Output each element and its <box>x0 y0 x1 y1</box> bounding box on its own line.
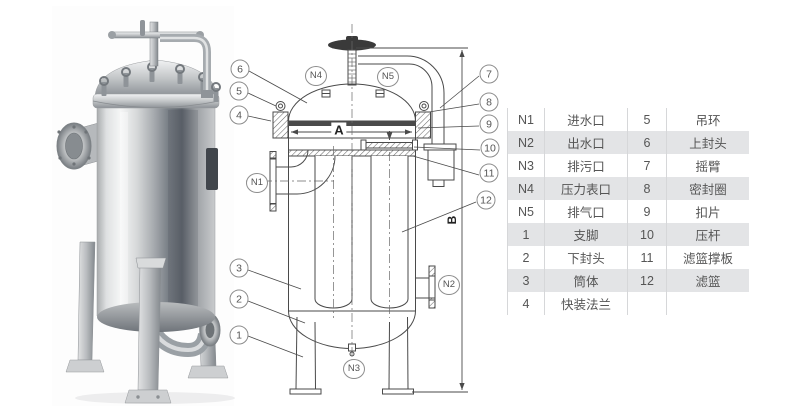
table-cell: N4 <box>507 177 545 200</box>
table-row: 3 筒体 12 滤篮 <box>507 269 749 292</box>
table-row: 2 下封头 11 滤篮撑板 <box>507 246 749 269</box>
table-cell: 快装法兰 <box>544 292 628 315</box>
table-cell: 11 <box>627 246 667 269</box>
table-cell: 7 <box>627 154 667 177</box>
table-cell: N3 <box>507 154 545 177</box>
dim-label-height: B <box>445 215 459 225</box>
callout-part-4: 4 <box>229 105 249 125</box>
nozzle-label-n5: N5 <box>377 67 399 87</box>
table-row: 4 快装法兰 <box>507 292 749 315</box>
nozzle-label-n3: N3 <box>343 359 365 379</box>
photo-front-legs <box>124 257 172 404</box>
table-row: 1 支脚 10 压杆 <box>507 223 749 246</box>
diagram-legs <box>289 316 414 395</box>
diagram-centerlines <box>246 24 390 362</box>
callout-part-12: 12 <box>476 190 496 210</box>
nozzle-label-n4: N4 <box>305 66 327 86</box>
table-row: N1 进水口 5 吊环 <box>507 108 749 131</box>
table-cell: 吊环 <box>666 108 749 131</box>
dim-label-width: A <box>331 122 347 138</box>
table-cell: 出水口 <box>544 131 628 154</box>
photo-inlet-flange <box>56 121 103 170</box>
table-cell <box>627 292 667 315</box>
table-cell: 排气口 <box>544 200 628 223</box>
callout-part-10: 10 <box>480 138 500 158</box>
photo-lid <box>92 20 221 109</box>
callout-part-9: 9 <box>479 114 499 134</box>
diagram-swing-arm <box>358 55 457 187</box>
product-photo <box>52 6 235 406</box>
table-cell: 排污口 <box>544 154 628 177</box>
table-row: N2 出水口 6 上封头 <box>507 131 749 154</box>
table-cell: 扣片 <box>666 200 749 223</box>
table-cell: 进水口 <box>544 108 628 131</box>
table-cell: N2 <box>507 131 545 154</box>
parts-table: N1 进水口 5 吊环 N2 出水口 6 上封头 N3 排污口 7 摇臂 N4 … <box>507 108 749 315</box>
diagram-filter-baskets <box>314 156 409 309</box>
table-cell: 6 <box>627 131 667 154</box>
table-cell: 5 <box>627 108 667 131</box>
photo-swing-clamps <box>99 62 221 102</box>
callout-part-5: 5 <box>229 81 249 101</box>
table-cell: 压杆 <box>666 223 749 246</box>
table-cell: 10 <box>627 223 667 246</box>
table-cell: 下封头 <box>544 246 628 269</box>
nozzle-label-n1: N1 <box>246 173 268 193</box>
table-cell: N1 <box>507 108 545 131</box>
table-cell: 9 <box>627 200 667 223</box>
table-cell: 3 <box>507 269 545 292</box>
callout-part-2: 2 <box>229 289 249 309</box>
callout-part-1: 1 <box>229 325 249 345</box>
table-cell: N5 <box>507 200 545 223</box>
diagram-outlet-n2 <box>415 265 436 309</box>
table-cell: 密封圈 <box>666 177 749 200</box>
diagram-leader-lines <box>247 70 481 358</box>
table-cell <box>666 292 749 315</box>
table-cell: 上封头 <box>666 131 749 154</box>
table-cell: 12 <box>627 269 667 292</box>
callout-part-8: 8 <box>479 92 499 112</box>
table-cell: 支脚 <box>544 223 628 246</box>
photo-swing-arm <box>160 34 213 98</box>
table-cell: 滤篮 <box>666 269 749 292</box>
table-cell: 筒体 <box>544 269 628 292</box>
table-cell: 滤篮撑板 <box>666 246 749 269</box>
callout-part-7: 7 <box>479 64 499 84</box>
nozzle-label-n2: N2 <box>438 275 460 295</box>
table-cell: 1 <box>507 223 545 246</box>
table-row: N4 压力表口 8 密封圈 <box>507 177 749 200</box>
table-row: N5 排气口 9 扣片 <box>507 200 749 223</box>
table-cell: 压力表口 <box>544 177 628 200</box>
table-cell: 4 <box>507 292 545 315</box>
callout-part-6: 6 <box>230 59 250 79</box>
callout-part-3: 3 <box>229 258 249 278</box>
table-cell: 2 <box>507 246 545 269</box>
diagram-clamps <box>272 101 431 139</box>
table-cell: 摇臂 <box>666 154 749 177</box>
section-diagram <box>246 24 481 395</box>
table-row: N3 排污口 7 摇臂 <box>507 154 749 177</box>
callout-part-11: 11 <box>479 163 499 183</box>
table-cell: 8 <box>627 177 667 200</box>
